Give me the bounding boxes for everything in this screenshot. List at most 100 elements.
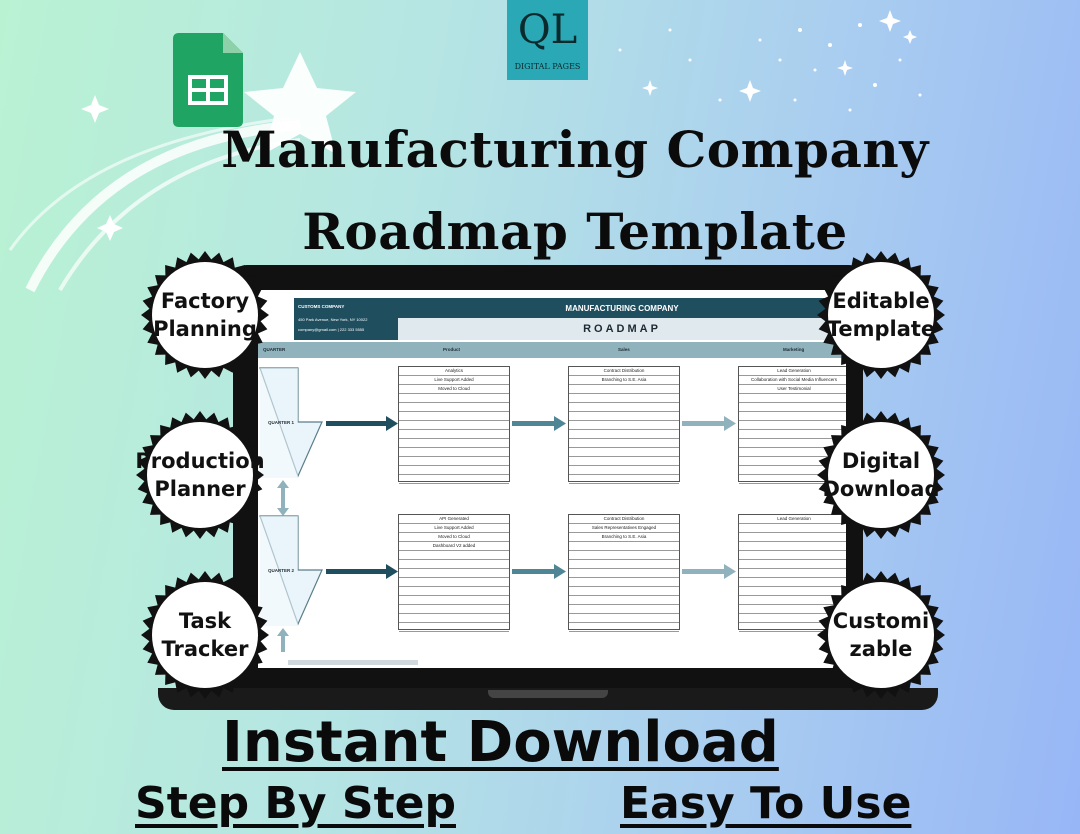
badge-fill — [828, 422, 934, 528]
roadmap-item — [569, 430, 679, 439]
roadmap-item: Live Support Added — [399, 524, 509, 533]
roadmap-item: Sales Representatives Engaged — [569, 524, 679, 533]
roadmap-item — [739, 614, 846, 623]
roadmap-item — [739, 542, 846, 551]
roadmap-item — [399, 623, 509, 632]
col-marketing: Marketing — [783, 347, 805, 352]
roadmap-item — [399, 578, 509, 587]
badge-text: Editable Template — [826, 289, 936, 341]
roadmap-item — [399, 466, 509, 475]
roadmap-item — [569, 569, 679, 578]
roadmap-item: Lead Generation — [739, 367, 846, 376]
badge-text: Task Tracker — [161, 609, 249, 661]
roadmap-item — [569, 551, 679, 560]
badge-fill — [152, 582, 258, 688]
roadmap-item — [739, 457, 846, 466]
sheet-address: 450 Park Avenue, New York, NY 10022 — [298, 317, 368, 322]
roadmap-item — [739, 466, 846, 475]
flow-arrows — [326, 416, 736, 579]
roadmap-item — [569, 560, 679, 569]
roadmap-item — [569, 596, 679, 605]
roadmap-item — [569, 578, 679, 587]
sheet-banner — [398, 298, 846, 318]
roadmap-item — [739, 587, 846, 596]
roadmap-item — [399, 605, 509, 614]
roadmap-item — [739, 403, 846, 412]
badge-fill — [828, 582, 934, 688]
roadmap-item: Branching to S.E. Asia — [569, 376, 679, 385]
roadmap-item — [739, 551, 846, 560]
sheet-subtitle-bar — [398, 318, 846, 340]
badge-task-tracker: Task Tracker — [140, 570, 270, 700]
spreadsheet-screen: CUSTOMS COMPANY 450 Park Avenue, New Yor… — [258, 290, 846, 668]
roadmap-item — [569, 542, 679, 551]
roadmap-item — [399, 560, 509, 569]
roadmap-item — [399, 448, 509, 457]
roadmap-item — [739, 569, 846, 578]
roadmap-item: API Generated — [399, 515, 509, 524]
roadmap-item — [399, 587, 509, 596]
sheet-scrollbar[interactable] — [288, 660, 418, 665]
roadmap-item — [569, 421, 679, 430]
roadmap-item — [399, 475, 509, 484]
roadmap-item — [569, 614, 679, 623]
roadmap-item — [569, 623, 679, 632]
roadmap-item — [399, 412, 509, 421]
spreadsheet-icon — [173, 33, 243, 127]
roadmap-item — [399, 596, 509, 605]
roadmap-item — [399, 430, 509, 439]
roadmap-item: Contract Distribution — [569, 367, 679, 376]
badge-text: Factory Planning — [153, 289, 257, 341]
badge-fill — [152, 262, 258, 368]
brand-logo-text: DIGITAL PAGES — [514, 62, 581, 71]
roadmap-item: Branching to S.E. Asia — [569, 533, 679, 542]
roadmap-item: Lead Generation — [739, 515, 846, 524]
roadmap-item — [739, 578, 846, 587]
roadmap-item — [739, 524, 846, 533]
roadmap-item — [569, 448, 679, 457]
badge-fill — [147, 422, 253, 528]
sheet-subtitle: ROADMAP — [583, 323, 661, 335]
quarter2-arrow — [259, 515, 323, 626]
roadmap-item: Moved to Cloud — [399, 385, 509, 394]
roadmap-item: Contract Distribution — [569, 515, 679, 524]
quarter-link-arrow — [277, 480, 289, 516]
roadmap-item — [569, 394, 679, 403]
roadmap-item: Analytics — [399, 367, 509, 376]
brand-logo-mark: QL — [517, 7, 578, 53]
roadmap-item — [399, 614, 509, 623]
roadmap-item — [739, 412, 846, 421]
badge-digital-download: Digital Download — [816, 410, 946, 540]
sheet-company-name: CUSTOMS COMPANY — [298, 304, 345, 309]
roadmap-item — [739, 533, 846, 542]
col-product: Product — [443, 347, 461, 352]
badge-editable-template: Editable Template — [816, 250, 946, 380]
roadmap-item — [569, 439, 679, 448]
roadmap-item — [739, 439, 846, 448]
roadmap-item — [399, 394, 509, 403]
roadmap-item — [569, 403, 679, 412]
badge-text: Customi zable — [832, 609, 930, 661]
roadmap-item — [739, 394, 846, 403]
brand-logo: QL DIGITAL PAGES — [507, 0, 588, 80]
page-title-line2: Roadmap Template — [302, 202, 848, 261]
roadmap-item: Collaboration with Social Media Influenc… — [739, 376, 846, 385]
col-quarter: QUARTER — [263, 347, 286, 352]
sheet-column-header — [258, 342, 846, 358]
roadmap-item — [569, 385, 679, 394]
sheet-company-header — [294, 298, 398, 340]
page-title-line1: Manufacturing Company — [221, 120, 929, 179]
quarter1-arrow — [259, 367, 323, 478]
roadmap-item — [399, 457, 509, 466]
star-swoosh-decoration — [8, 52, 356, 293]
roadmap-item: Dashboard V2 added — [399, 542, 509, 551]
badge-text: Production Planner — [135, 449, 265, 501]
quarter2-label: QUARTER 2 — [268, 568, 295, 573]
roadmap-item — [569, 605, 679, 614]
roadmap-item — [569, 457, 679, 466]
roadmap-item — [399, 421, 509, 430]
badge-fill — [828, 262, 934, 368]
roadmap-item: Live Support Added — [399, 376, 509, 385]
